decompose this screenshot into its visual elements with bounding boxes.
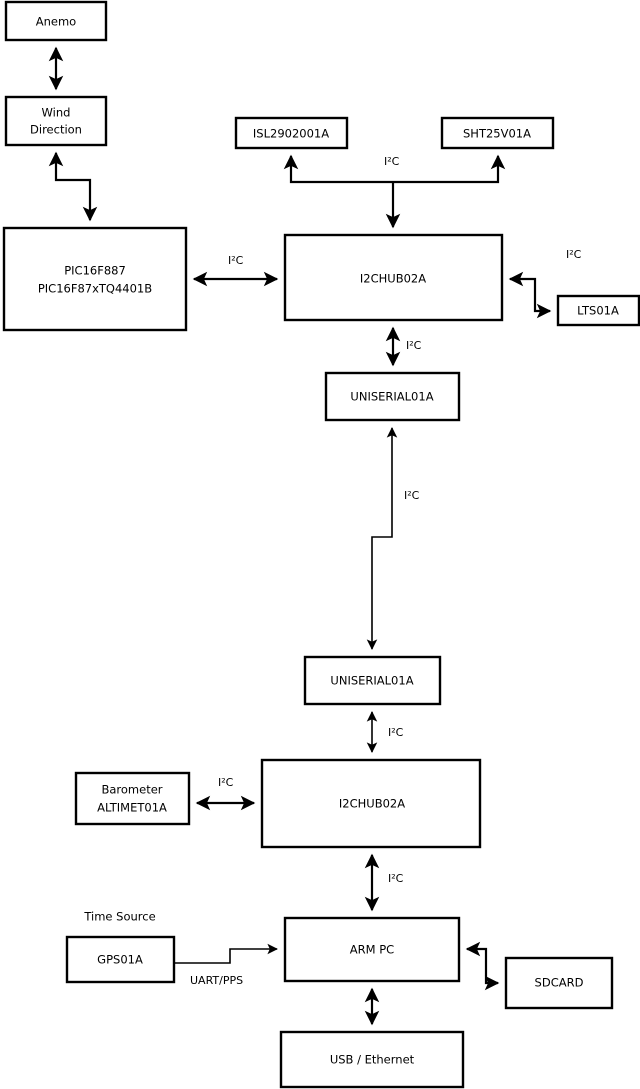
edge-label-i2c-hub-lts: I²C	[566, 248, 582, 261]
node-usb-ethernet[interactable]: USB / Ethernet	[279, 1030, 465, 1089]
node-sht25v01a-label: SHT25V01A	[463, 127, 531, 141]
node-isl2902001a[interactable]: ISL2902001A	[234, 116, 349, 150]
edge-label-i2c-hub-uniserial: I²C	[406, 339, 422, 352]
node-pic-label-line1: PIC16F887	[64, 264, 126, 278]
node-anemo[interactable]: Anemo	[4, 0, 108, 42]
node-wind-direction-label-line1: Wind	[42, 106, 71, 120]
node-i2chub02a-top-label: I2CHUB02A	[360, 272, 426, 286]
edge-label-i2c-uniserial-uniserial: I²C	[404, 489, 420, 502]
captions: Time Source	[83, 910, 155, 924]
node-sdcard-label: SDCARD	[535, 976, 584, 990]
connector-armpc-sdcard	[465, 941, 500, 991]
node-i2chub02a-bottom[interactable]: I2CHUB02A	[260, 758, 482, 849]
node-pic-label-line2: PIC16F87xTQ4401B	[38, 282, 152, 296]
connector-uniserial-uniserial	[366, 427, 398, 650]
node-i2chub02a-top[interactable]: I2CHUB02A	[283, 233, 504, 322]
node-barometer-altimet01a[interactable]: Barometer ALTIMET01A	[74, 771, 191, 826]
connectors	[48, 46, 552, 1026]
edge-label-uart-pps: UART/PPS	[190, 974, 243, 987]
node-uniserial01a-bottom[interactable]: UNISERIAL01A	[303, 655, 442, 706]
connector-pic-wind	[48, 151, 98, 222]
node-gps01a[interactable]: GPS01A	[65, 935, 176, 984]
node-wind-direction-label-line2: Direction	[30, 123, 82, 137]
caption-time-source: Time Source	[83, 910, 155, 924]
node-sdcard[interactable]: SDCARD	[504, 956, 614, 1010]
edge-label-i2c-uniserial-hub2: I²C	[388, 726, 404, 739]
node-gps01a-label: GPS01A	[97, 953, 143, 967]
node-lts01a[interactable]: LTS01A	[556, 294, 640, 327]
node-uniserial01a-bottom-label: UNISERIAL01A	[330, 674, 413, 688]
node-sht25v01a[interactable]: SHT25V01A	[440, 116, 555, 150]
node-pic-microcontroller[interactable]: PIC16F887 PIC16F87xTQ4401B	[2, 226, 188, 332]
node-isl2902001a-label: ISL2902001A	[253, 127, 329, 141]
edge-label-i2c-hub2-armpc: I²C	[388, 872, 404, 885]
node-uniserial01a-top[interactable]: UNISERIAL01A	[324, 371, 461, 422]
node-arm-pc[interactable]: ARM PC	[283, 916, 461, 983]
node-uniserial01a-top-label: UNISERIAL01A	[350, 390, 433, 404]
connector-hub-sensors	[283, 154, 506, 184]
connector-hub-lts	[508, 271, 552, 319]
edge-label-i2c-pic-hub: I²C	[228, 254, 244, 267]
node-lts01a-label: LTS01A	[577, 304, 619, 318]
node-barometer-label-line2: ALTIMET01A	[97, 801, 167, 815]
edge-label-i2c-top-sensors: I²C	[384, 155, 400, 168]
node-arm-pc-label: ARM PC	[350, 943, 394, 957]
edge-labels: I²C I²C I²C I²C I²C I²C I²C I²C UART/PPS	[190, 155, 582, 987]
edge-label-i2c-barometer-hub2: I²C	[218, 776, 234, 789]
node-usb-ethernet-label: USB / Ethernet	[330, 1053, 415, 1067]
node-wind-direction[interactable]: Wind Direction	[4, 95, 108, 147]
node-i2chub02a-bottom-label: I2CHUB02A	[339, 797, 405, 811]
node-barometer-label-line1: Barometer	[101, 783, 162, 797]
connector-gps-armpc	[174, 943, 278, 964]
node-anemo-label: Anemo	[36, 15, 76, 29]
